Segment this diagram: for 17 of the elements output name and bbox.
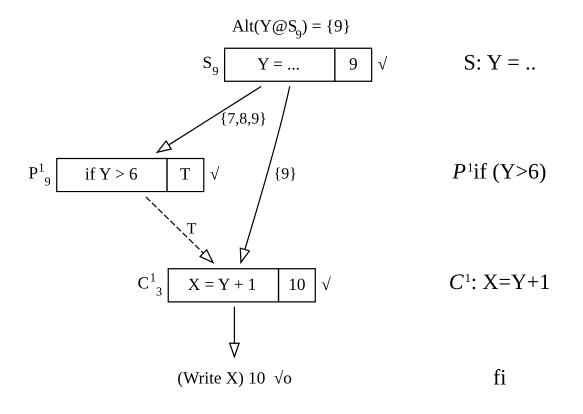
edge-label: {7,8,9} xyxy=(219,110,266,127)
node-text: (Write X) 10 √o xyxy=(176,368,292,388)
label: C$^{1}$: X=Y+1 xyxy=(448,268,550,294)
label: P$^{1}$if (Y>6) xyxy=(452,158,546,184)
arrow xyxy=(145,196,214,264)
edge-label: {9} xyxy=(273,165,296,182)
node-label: S$_{9}$ xyxy=(202,52,218,78)
node-label: √ xyxy=(320,274,330,294)
arrow xyxy=(228,306,240,358)
label: S: Y = .. xyxy=(463,49,536,74)
arrow xyxy=(239,86,290,264)
node-label: √ xyxy=(209,164,219,184)
edge-label: T xyxy=(186,220,196,238)
label: fi xyxy=(492,364,506,389)
diagram-title: Alt(Y@S$_{9}$) = {9} xyxy=(231,16,350,41)
arrow xyxy=(155,85,262,153)
node-label: √ xyxy=(377,54,387,73)
